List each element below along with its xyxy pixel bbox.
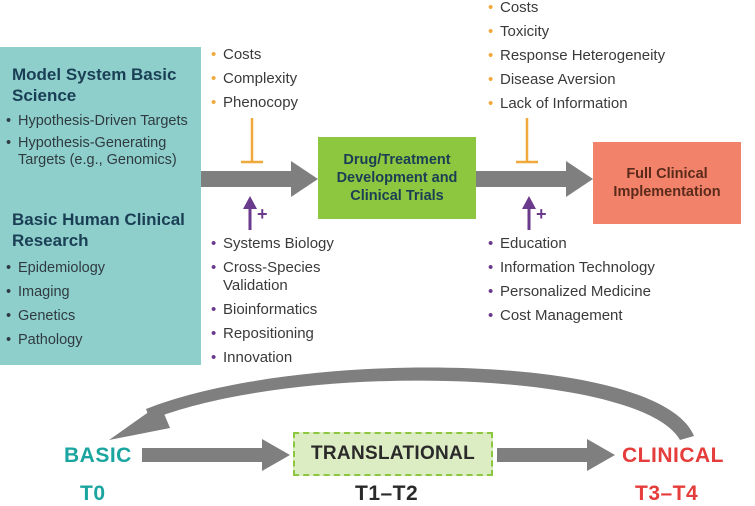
basic-human-list: Epidemiology Imaging Genetics Pathology <box>6 260 200 356</box>
enabler-arrow-1 <box>243 196 257 230</box>
list-item: Imaging <box>6 284 200 301</box>
list-item: Genetics <box>6 308 200 325</box>
list-item: •Systems Biology <box>211 235 334 252</box>
barrier-marker-2 <box>516 118 538 164</box>
model-system-box: Model System Basic Science Hypothesis-Dr… <box>0 47 201 365</box>
list-item: •Cross-Species Validation <box>211 259 321 294</box>
list-item: •Costs <box>211 46 262 63</box>
translational-label: TRANSLATIONAL <box>311 443 475 464</box>
feedback-arc-arrow <box>109 367 694 440</box>
list-item: •Disease Aversion <box>488 71 616 88</box>
list-item: •Cost Management <box>488 307 623 324</box>
barriers-list-1: •Costs •Complexity •Phenocopy <box>211 43 298 115</box>
list-item: •Costs <box>488 0 539 16</box>
clinical-code: T3–T4 <box>635 482 699 505</box>
model-system-list: Hypothesis-Driven Targets Hypothesis-Gen… <box>6 113 200 174</box>
list-item: Epidemiology <box>6 260 200 277</box>
list-item: •Response Heterogeneity <box>488 47 666 64</box>
clinical-implementation-box: Full Clinical Implementation <box>593 142 741 224</box>
list-item: •Repositioning <box>211 325 314 342</box>
plus-sign-2: + <box>536 204 547 224</box>
list-item: •Bioinformatics <box>211 301 318 318</box>
list-item: •Phenocopy <box>211 94 299 111</box>
arrow-translational-to-clinical <box>497 439 615 471</box>
list-item: •Lack of Information <box>488 95 628 112</box>
arrow-basic-to-drug <box>201 161 318 197</box>
list-item: Hypothesis-Generating Targets (e.g., Gen… <box>6 135 200 169</box>
drug-development-label: Drug/Treatment Development and Clinical … <box>336 152 458 204</box>
clinical-label: CLINICAL <box>622 444 724 467</box>
basic-human-heading: Basic Human Clinical Research <box>12 210 185 250</box>
plus-sign-1: + <box>257 204 268 224</box>
list-item: Hypothesis-Driven Targets <box>6 113 200 130</box>
basic-code: T0 <box>80 482 106 505</box>
list-item: •Innovation <box>211 349 293 366</box>
list-item: •Complexity <box>211 70 298 87</box>
clinical-implementation-label: Full Clinical Implementation <box>613 166 721 200</box>
basic-label: BASIC <box>64 444 132 467</box>
barriers-list-2: •Costs •Toxicity •Response Heterogeneity… <box>488 0 665 116</box>
list-item: Pathology <box>6 332 200 349</box>
list-item: •Personalized Medicine <box>488 283 651 300</box>
list-item: •Education <box>488 235 567 252</box>
arrow-basic-to-translational <box>142 439 290 471</box>
drug-development-box: Drug/Treatment Development and Clinical … <box>318 137 476 219</box>
enablers-list-1: •Systems Biology •Cross-Species Validati… <box>211 232 351 370</box>
translational-box: TRANSLATIONAL <box>293 432 493 476</box>
model-system-heading: Model System Basic Science <box>12 65 177 105</box>
translational-code: T1–T2 <box>355 482 419 505</box>
enablers-list-2: •Education •Information Technology •Pers… <box>488 232 655 328</box>
enabler-arrow-2 <box>522 196 536 230</box>
barrier-marker-1 <box>241 118 263 164</box>
arrow-drug-to-clinical <box>476 161 593 197</box>
list-item: •Information Technology <box>488 259 655 276</box>
list-item: •Toxicity <box>488 23 550 40</box>
